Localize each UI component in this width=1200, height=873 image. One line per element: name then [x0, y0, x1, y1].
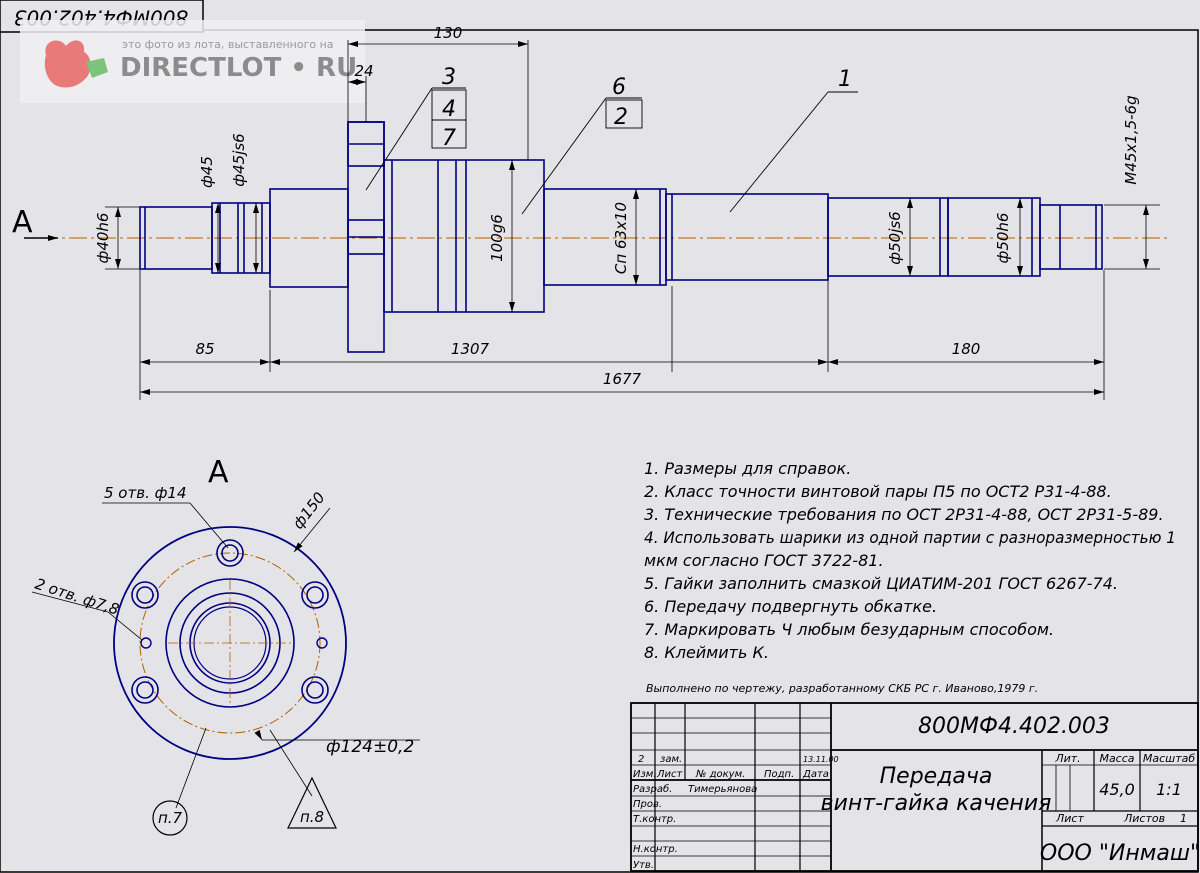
technical-notes: 1. Размеры для справок. 2. Класс точност… [644, 459, 1176, 662]
view-a-leaders [31, 502, 420, 809]
dim-1677: 1677 [603, 370, 642, 388]
callout-4: 4 [442, 97, 456, 122]
callout-3: 3 [442, 65, 456, 90]
view-arrow-a: А [12, 205, 58, 241]
note-5: 5. Гайки заполнить смазкой ЦИАТИМ-201 ГО… [644, 574, 1118, 593]
tb-col-sign: Подп. [764, 769, 794, 780]
note-4-cont: мкм согласно ГОСТ 3722-81. [644, 551, 884, 570]
marker-p7-text: п.7 [158, 809, 183, 827]
tb-rev-num: 2 [638, 754, 644, 765]
holes-7-8 [140, 637, 328, 649]
tb-row-tkontr: Т.контр. [633, 814, 676, 825]
tb-col-date: Дата [802, 769, 829, 780]
thread-end-m45 [1039, 204, 1103, 270]
tb-sheets-label: Листов [1123, 812, 1165, 825]
label-holes-14: 5 отв. ф14 [104, 484, 187, 502]
label-holes-7-8: 2 отв. ф7,8 [33, 575, 122, 619]
label-phi150: ф150 [289, 489, 329, 533]
tb-scale: 1:1 [1156, 780, 1182, 799]
flange-end-view [113, 526, 347, 760]
callout-7: 7 [442, 126, 456, 151]
dim-m45: M45x1,5-6g [1122, 95, 1140, 184]
dim-phi40h6: ф40h6 [94, 213, 112, 264]
marker-p7: п.7 [152, 800, 188, 836]
tb-row-razrab: Разраб. [633, 783, 672, 795]
marker-p8-text: п.8 [300, 808, 324, 826]
screw-thread-section [543, 188, 667, 286]
callout-1: 1 [838, 67, 852, 92]
tb-title-1: Передача [880, 764, 993, 789]
tb-scale-label: Масштаб [1143, 752, 1195, 765]
note-4: 4. Использовать шарики из одной партии с… [644, 528, 1176, 547]
tb-row-prov: Пров. [633, 799, 662, 810]
view-arrow-label: А [12, 205, 33, 240]
callout-2: 2 [614, 105, 628, 130]
tb-row-utv: Утв. [633, 860, 654, 871]
bolt-circle [139, 552, 321, 734]
label-phi124: ф124±0,2 [326, 737, 414, 757]
note-6: 6. Передачу подвергнуть обкатке. [644, 597, 937, 616]
dim-85: 85 [195, 340, 214, 358]
tb-razrab-name: Тимерьянова [688, 784, 757, 795]
dimension-lines [115, 41, 1149, 395]
dim-sp63x10: Сп 63х10 [612, 202, 630, 274]
tb-code: 800МФ4.402.003 [918, 714, 1110, 739]
dim-24: 24 [354, 62, 373, 80]
watermark-site: DIRECTLOT • RU [120, 53, 357, 83]
dim-phi50js6: ф50js6 [886, 211, 904, 264]
note-7: 7. Маркировать Ч любым безударным способ… [644, 620, 1054, 639]
dim-180: 180 [952, 340, 981, 358]
tb-row-nkontr: Н.контр. [633, 844, 678, 855]
tb-col-list: Лист [656, 769, 684, 780]
note-3: 3. Технические требования по ОСТ 2Р31-4-… [644, 505, 1164, 524]
tb-title-2: винт-гайка качения [821, 791, 1052, 816]
watermark: это фото из лота, выставленного на DIREC… [20, 20, 365, 103]
note-8: 8. Клеймить К. [644, 643, 769, 662]
callouts [365, 87, 858, 215]
tb-sheets: 1 [1180, 812, 1187, 825]
holes-14 [131, 539, 329, 704]
callout-6: 6 [612, 75, 626, 100]
tb-col-doc: № докум. [695, 769, 745, 780]
title-block-text: 800МФ4.402.003 Передача винт-гайка качен… [633, 714, 1200, 871]
tb-rev-word: зам. [660, 754, 682, 765]
dim-phi50h6: ф50h6 [994, 213, 1012, 264]
dim-100g6: 100g6 [488, 214, 506, 262]
shaft-view [40, 121, 1170, 353]
dim-130: 130 [434, 24, 463, 42]
dim-phi45: ф45 [198, 156, 216, 188]
tb-mass-label: Масса [1099, 752, 1134, 765]
dim-1307: 1307 [451, 340, 490, 358]
tb-col-izm: Изм. [633, 769, 657, 780]
view-a-label: А [208, 455, 229, 490]
title-block [630, 702, 1199, 872]
note-2: 2. Класс точности винтовой пары П5 по ОС… [644, 482, 1112, 501]
tb-sheet-label: Лист [1055, 812, 1084, 825]
flange-outer-circle [113, 526, 347, 760]
dim-phi45js6: ф45js6 [230, 133, 248, 186]
made-by-note: Выполнено по чертежу, разработанному СКБ… [646, 682, 1038, 695]
tb-lit-label: Лит. [1054, 752, 1080, 765]
nut-body [383, 159, 545, 313]
marker-p8: п.8 [287, 776, 337, 829]
shaft-middle [665, 193, 829, 281]
tb-rev-date: 13.11.00 [803, 755, 839, 764]
sheet-frame [0, 29, 1199, 873]
squirrel-logo [44, 40, 108, 88]
watermark-caption: это фото из лота, выставленного на [122, 38, 334, 51]
tb-company: ООО "Инмаш" [1040, 841, 1200, 866]
note-1: 1. Размеры для справок. [644, 459, 851, 478]
tb-mass: 45,0 [1099, 780, 1135, 799]
